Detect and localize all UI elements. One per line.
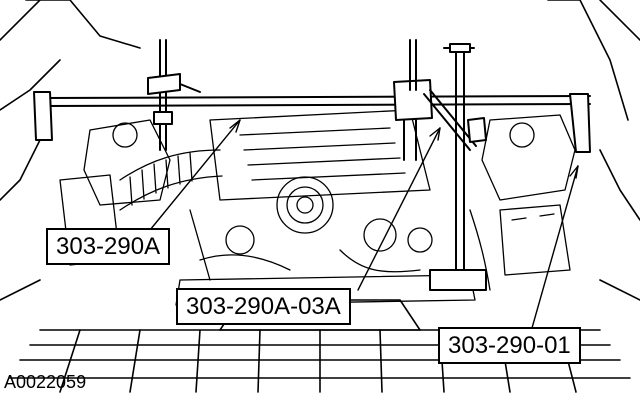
figure-id: A0022059 — [4, 372, 87, 392]
callout-303-290A-03A: 303-290A-03A — [176, 288, 351, 325]
callout-303-290A: 303-290A — [46, 228, 171, 265]
callout-303-290-01: 303-290-01 — [438, 327, 581, 364]
fender-outline — [0, 0, 640, 301]
lifting-bar — [33, 39, 591, 161]
leader-lines — [149, 119, 579, 329]
support-leg — [423, 43, 487, 291]
engine-components — [59, 109, 576, 306]
